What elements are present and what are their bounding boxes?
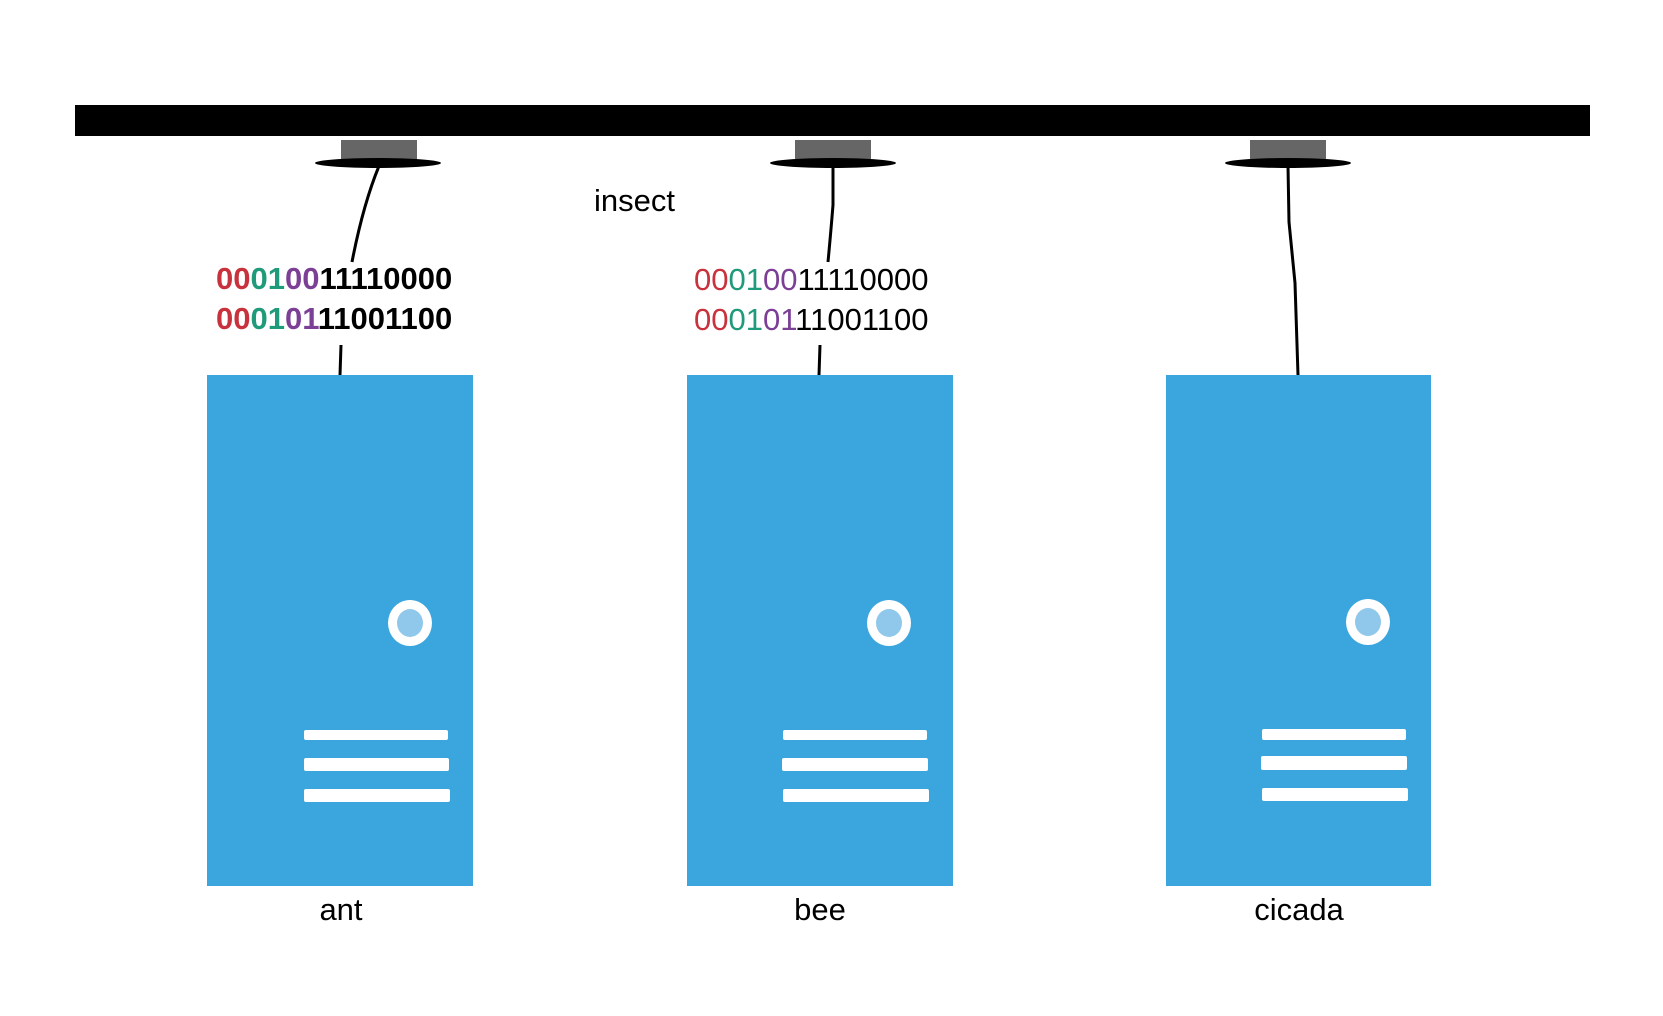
vent-slot bbox=[304, 789, 450, 802]
cable-segment-upper bbox=[350, 165, 381, 263]
bit-segment: 00 bbox=[762, 262, 798, 297]
bit-segment: 00 bbox=[284, 261, 320, 296]
bit-string-row: 00010111001100 bbox=[216, 299, 452, 339]
bit-segment: 11110000 bbox=[797, 262, 929, 297]
vent-slot bbox=[1262, 788, 1408, 801]
host-label-bee: bee bbox=[794, 892, 846, 927]
bit-segment: 01 bbox=[728, 302, 763, 337]
port-connector bbox=[1250, 140, 1326, 161]
bit-segment: 00 bbox=[694, 302, 729, 337]
network-label: insect bbox=[594, 183, 675, 218]
bit-segment: 11001100 bbox=[795, 302, 929, 337]
server-tower-icon[interactable] bbox=[207, 375, 473, 886]
bit-segment: 01 bbox=[250, 261, 285, 296]
bit-segment: 11110000 bbox=[319, 261, 453, 296]
bit-segment: 11001100 bbox=[317, 301, 453, 336]
bit-string-row: 00010011110000 bbox=[694, 260, 928, 300]
server-tower-icon[interactable] bbox=[687, 375, 953, 886]
bit-string-row: 00010011110000 bbox=[216, 259, 452, 299]
host-bee-group bbox=[687, 140, 953, 886]
bit-segment: 00 bbox=[694, 262, 729, 297]
vent-slot bbox=[783, 789, 929, 802]
power-light-inner bbox=[397, 609, 423, 637]
network-bus bbox=[75, 105, 1590, 136]
cable-segment-lower bbox=[817, 344, 822, 376]
vent-slot bbox=[1261, 756, 1407, 770]
vent-slot bbox=[783, 730, 927, 740]
host-cicada-group bbox=[1166, 140, 1431, 886]
vent-slot bbox=[304, 730, 448, 740]
port-disc bbox=[1225, 158, 1351, 168]
port-connector bbox=[341, 140, 417, 161]
host-label-ant: ant bbox=[319, 892, 363, 927]
vent-slot bbox=[782, 758, 928, 771]
port-disc bbox=[315, 158, 441, 168]
server-tower-icon[interactable] bbox=[1166, 375, 1431, 886]
vent-slot bbox=[304, 758, 449, 771]
port-connector bbox=[795, 140, 871, 161]
bit-segment: 01 bbox=[284, 301, 318, 336]
bit-segment: 01 bbox=[250, 301, 285, 336]
power-light-inner bbox=[876, 609, 902, 637]
power-light-inner bbox=[1355, 608, 1381, 636]
port-disc bbox=[770, 158, 896, 168]
cable-segment-upper bbox=[826, 166, 835, 263]
cable-segment-lower bbox=[338, 344, 343, 376]
bit-segment: 01 bbox=[762, 302, 796, 337]
host-label-cicada: cicada bbox=[1254, 892, 1344, 927]
bit-string-row: 00010111001100 bbox=[694, 300, 928, 340]
bit-segment: 00 bbox=[216, 261, 251, 296]
bit-segment: 00 bbox=[216, 301, 251, 336]
bit-segment: 01 bbox=[728, 262, 763, 297]
host-ant-group bbox=[207, 140, 473, 886]
vent-slot bbox=[1262, 729, 1406, 740]
cable bbox=[1286, 165, 1300, 376]
